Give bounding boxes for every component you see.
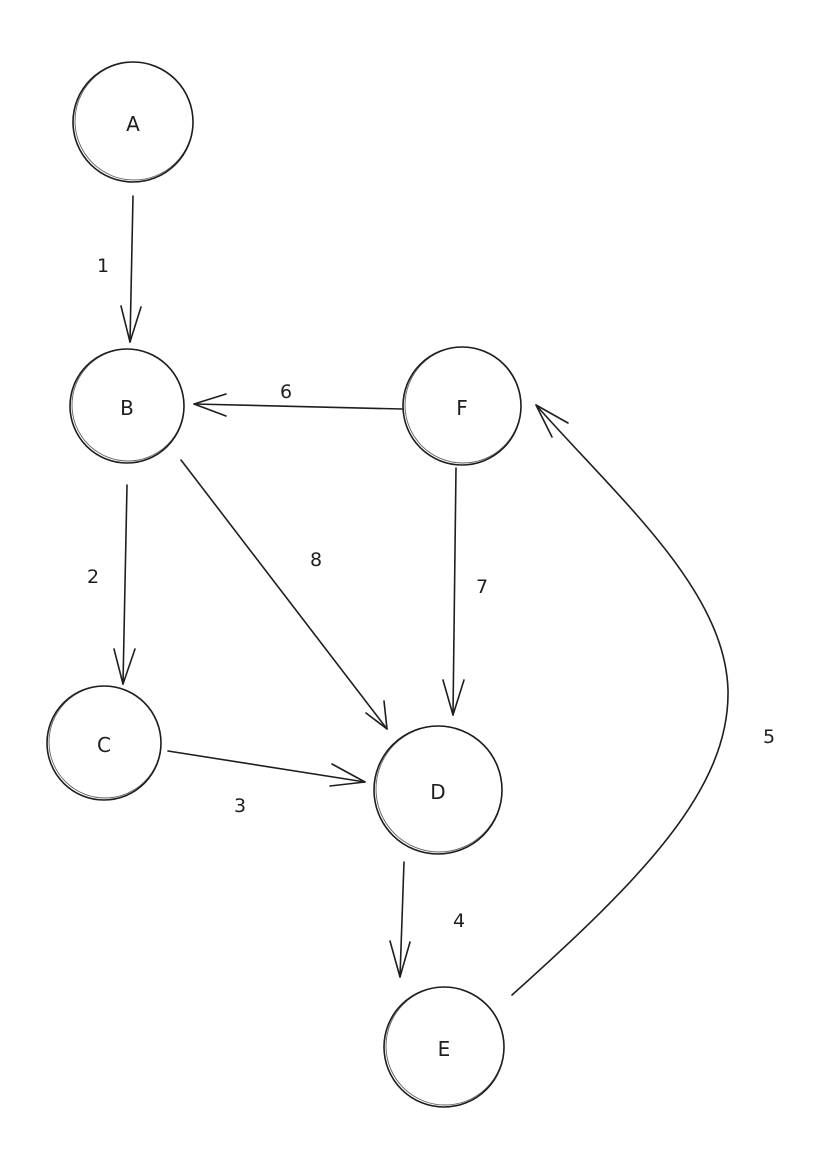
edge-f-d[interactable]: 7 [442,467,488,716]
edge-a-b[interactable]: 1 [97,195,142,343]
node-e-label: E [438,1037,451,1061]
node-d-label: D [430,780,445,804]
edge-b-c-label: 2 [87,566,99,588]
node-e[interactable]: E [383,986,505,1108]
edge-b-d-label: 8 [310,549,322,571]
edge-f-d-label: 7 [476,576,488,598]
edge-b-c[interactable]: 2 [87,484,136,685]
edge-c-d[interactable]: 3 [167,750,366,817]
node-f[interactable]: F [402,346,522,466]
edge-a-b-label: 1 [97,255,109,277]
edge-e-f-label: 5 [763,726,775,748]
node-a-label: A [126,112,140,136]
node-b[interactable]: B [69,348,185,464]
edge-e-f[interactable]: 5 [511,404,775,996]
node-a[interactable]: A [72,61,194,183]
edge-b-d[interactable]: 8 [180,459,388,730]
edge-f-b-label: 6 [280,381,292,403]
edge-f-b[interactable]: 6 [193,381,403,417]
node-f-label: F [456,396,468,420]
edge-d-e-label: 4 [453,910,465,932]
node-d[interactable]: D [373,725,503,855]
node-c[interactable]: C [46,685,162,801]
node-c-label: C [97,733,111,757]
edge-c-d-label: 3 [234,795,246,817]
node-b-label: B [120,396,134,420]
edge-d-e[interactable]: 4 [389,861,465,978]
